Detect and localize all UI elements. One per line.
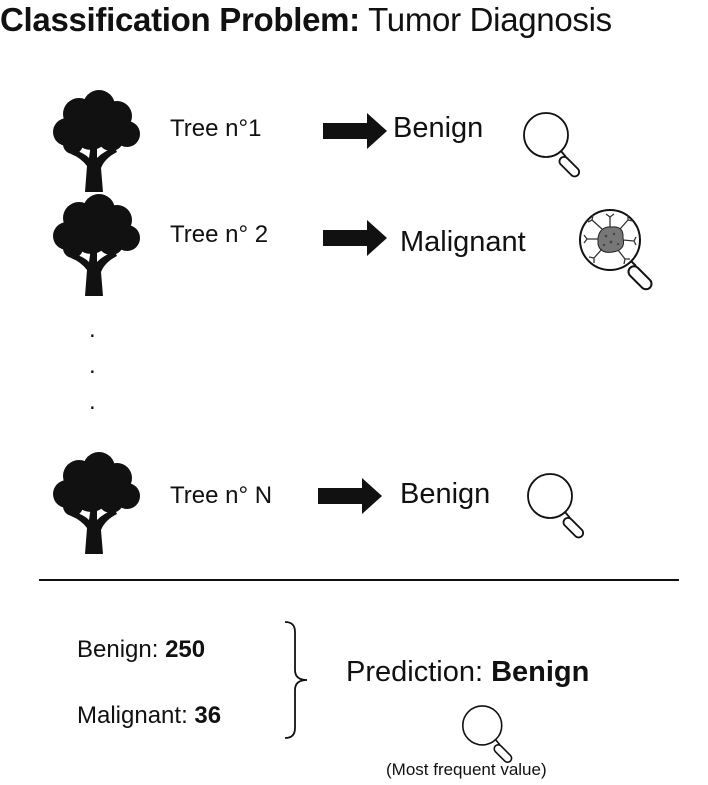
prediction: Prediction: Benign <box>346 656 589 689</box>
divider <box>39 579 679 581</box>
prediction-value: Benign <box>491 656 590 688</box>
ellipsis-dot: . <box>89 316 96 343</box>
count-label: Benign: <box>77 636 166 663</box>
magnifier-empty-icon <box>461 705 515 765</box>
tree-result: Benign <box>393 112 484 144</box>
magnifier-empty-icon <box>523 112 582 180</box>
count-benign: Benign: 250 <box>77 636 205 664</box>
brace-icon <box>284 621 308 739</box>
arrow-icon <box>323 220 387 256</box>
tree-label: Tree n°1 <box>170 115 262 142</box>
count-value: 36 <box>194 702 222 729</box>
magnifier-empty-icon <box>527 473 586 541</box>
tree-label: Tree n° 2 <box>170 221 269 248</box>
tree-icon <box>53 452 140 554</box>
arrow-icon <box>323 113 387 149</box>
tree-icon <box>53 90 140 192</box>
count-malignant: Malignant: 36 <box>77 702 221 730</box>
prediction-note: (Most frequent value) <box>386 760 547 779</box>
tree-label: Tree n° N <box>170 482 273 509</box>
tree-result: Benign <box>400 478 491 510</box>
tree-result: Malignant <box>400 226 526 258</box>
count-label: Malignant: <box>77 702 195 729</box>
tree-icon <box>53 194 140 296</box>
title-normal: Tumor Diagnosis <box>368 1 612 38</box>
title-bold: Classification Problem: <box>0 1 360 38</box>
arrow-icon <box>318 478 382 514</box>
ellipsis-dot: . <box>89 388 96 415</box>
magnifier-tumor-icon <box>579 209 653 291</box>
prediction-label: Prediction: <box>346 656 492 688</box>
diagram-title: Classification Problem: Tumor Diagnosis <box>0 1 612 39</box>
ellipsis-dot: . <box>89 352 96 379</box>
count-value: 250 <box>165 636 206 663</box>
